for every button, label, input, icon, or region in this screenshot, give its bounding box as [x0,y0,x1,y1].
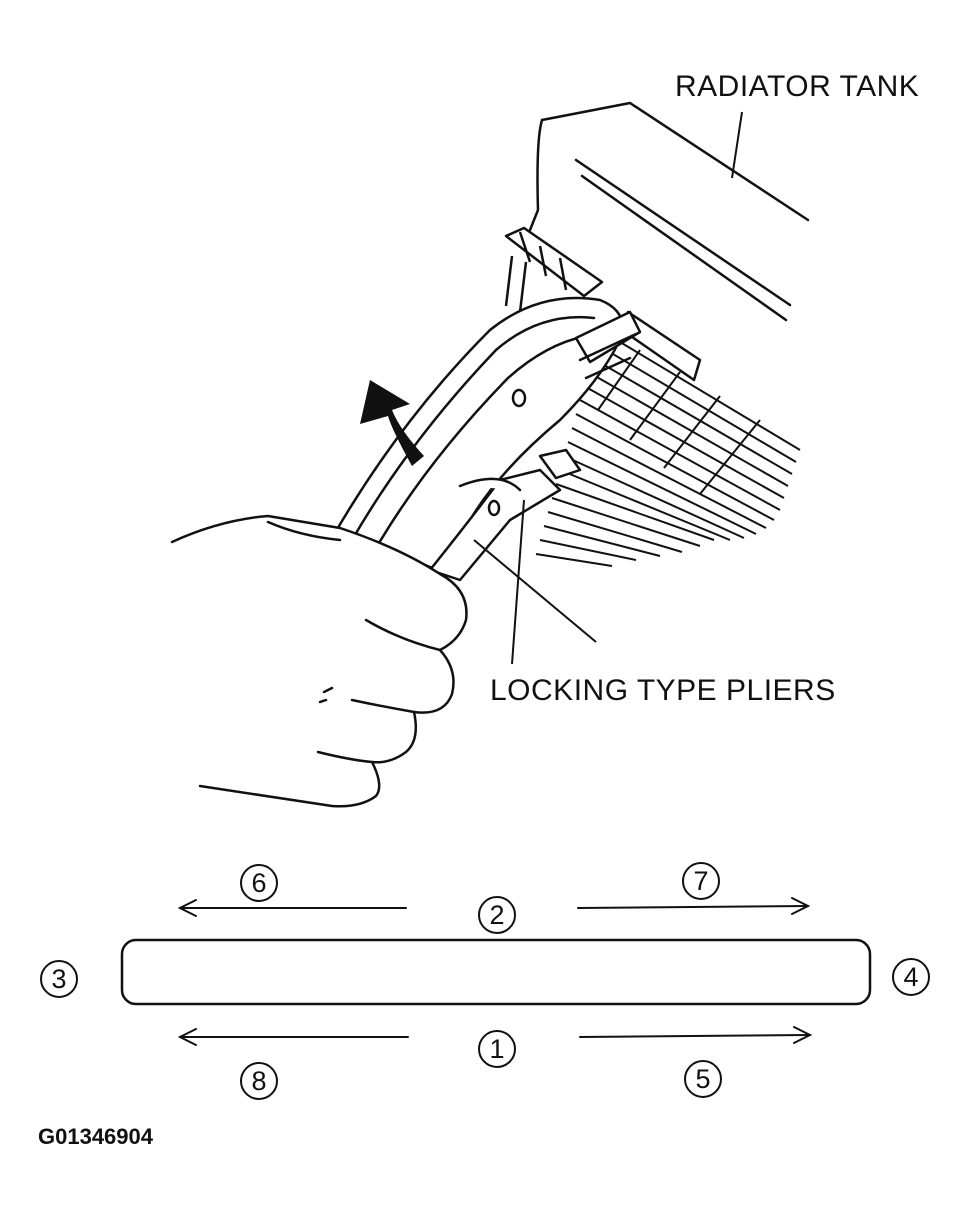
sequence-marker-4: 4 [892,958,930,996]
pull-direction-arrow-icon [360,380,424,466]
locking-pliers-label: LOCKING TYPE PLIERS [490,674,836,707]
sequence-marker-2: 2 [478,896,516,934]
sequence-marker-7: 7 [682,862,720,900]
sequence-marker-6: 6 [240,864,278,902]
sequence-marker-8: 8 [240,1062,278,1100]
radiator-tank-leader [731,111,743,179]
sequence-arrows [177,897,813,1046]
figure-id: G01346904 [38,1124,153,1149]
radiator-core-fins [535,329,801,567]
sequence-marker-1: 1 [478,1030,516,1068]
locking-pliers [330,296,642,582]
pliers-leader [473,499,597,665]
radiator-tank [528,101,810,322]
sequence-marker-3: 3 [40,960,78,998]
tank-outline-sequence [120,938,872,1006]
sequence-marker-5: 5 [684,1060,722,1098]
hand [170,514,468,808]
radiator-tank-label: RADIATOR TANK [675,70,920,103]
